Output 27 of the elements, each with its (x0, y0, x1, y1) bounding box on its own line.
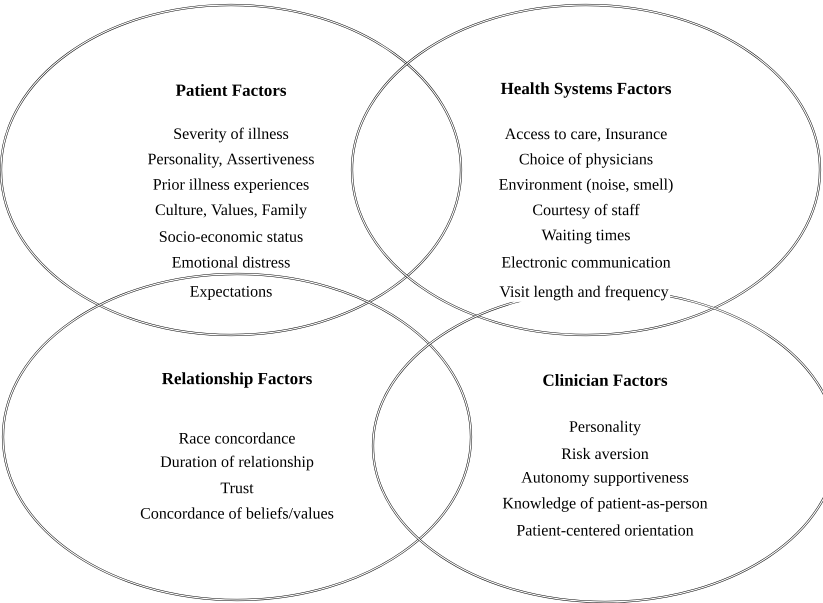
factor-item: Race concordance (179, 432, 295, 444)
overlap-label: Expectations (188, 284, 274, 302)
overlap-label: Visit length and frequency (498, 284, 670, 302)
factor-item: Patient-centered orientation (516, 524, 694, 536)
factor-item: Risk aversion (562, 448, 649, 460)
factor-item: Prior illness experiences (153, 178, 309, 194)
factor-item: Socio-economic status (160, 231, 303, 242)
factor-item: Duration of relationship (160, 456, 314, 470)
factor-item: Access to care, Insurance (504, 128, 667, 142)
factor-item: Environment (noise, smell) (499, 178, 673, 194)
factor-item: Severity of illness (174, 128, 288, 142)
factor-item: Personality, Assertiveness (148, 153, 314, 168)
factor-item: Concordance of beliefs/values (140, 507, 334, 519)
factor-item: Courtesy of staff (533, 204, 640, 219)
factor-item: Autonomy supportiveness (521, 472, 688, 486)
heading: Relationship Factors (162, 372, 312, 388)
factor-item: Choice of physicians (520, 153, 653, 168)
factor-item: Personality (569, 420, 641, 436)
factor-item: Trust (220, 482, 254, 494)
heading: Health Systems Factors (500, 82, 672, 98)
factor-item: Electronic communication (502, 256, 670, 268)
factor-item: Knowledge of patient-as-person (502, 497, 708, 512)
heading: Patient Factors (176, 84, 286, 96)
factor-item: Waiting times (542, 230, 630, 244)
heading: Clinician Factors (543, 374, 668, 386)
factor-item: Emotional distress (172, 256, 290, 268)
factor-item: Culture, Values, Family (156, 204, 307, 218)
